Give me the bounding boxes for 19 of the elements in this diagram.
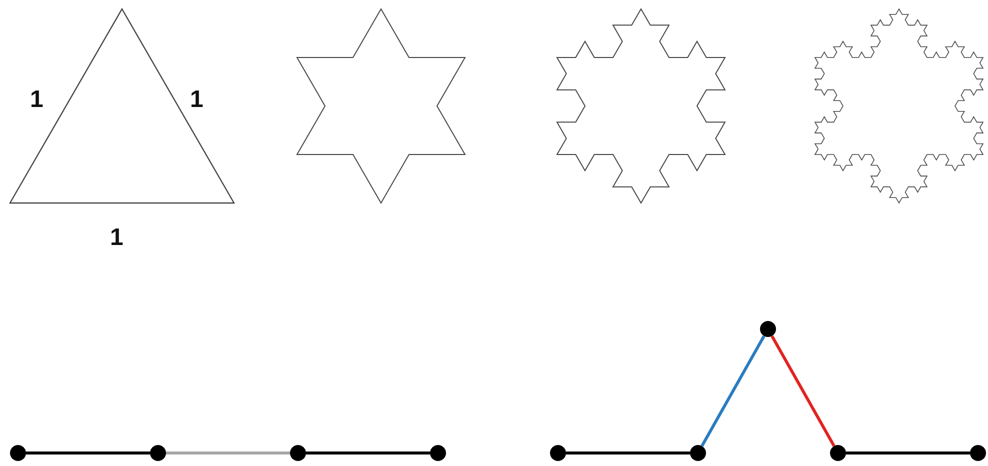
side-length-label: 1 (110, 226, 124, 250)
line-segment (306, 452, 430, 454)
line-segment (166, 452, 290, 454)
point-dot (150, 445, 166, 461)
point-dot (830, 445, 846, 461)
point-dot (430, 445, 446, 461)
point-dot (10, 445, 26, 461)
line-segment (700, 335, 766, 447)
line-segment (846, 452, 970, 454)
side-length-label: 1 (190, 88, 204, 112)
point-dot (690, 445, 706, 461)
point-dot (290, 445, 306, 461)
line-segment (770, 335, 836, 447)
line-segment (26, 452, 150, 454)
point-dot (760, 321, 776, 337)
point-dot (550, 445, 566, 461)
side-length-label: 1 (30, 88, 44, 112)
line-segment (566, 452, 690, 454)
point-dot (970, 445, 986, 461)
